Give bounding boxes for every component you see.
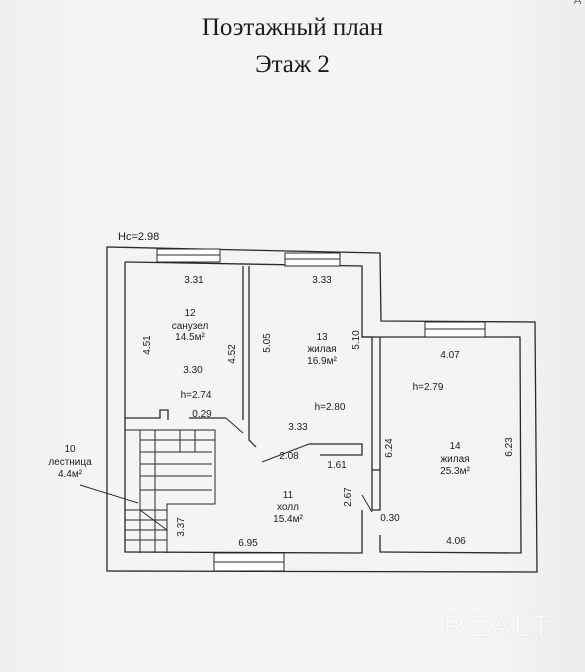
room-10-name: лестница xyxy=(48,457,92,468)
dimensions: 3.31 3.33 4.51 4.52 5.05 5.10 3.30 0.29 … xyxy=(142,275,515,549)
dim-room14-bottom: 4.06 xyxy=(446,536,466,547)
room-11-name: холл xyxy=(277,502,299,513)
room-11-area: 15.4м² xyxy=(273,514,303,525)
stair-arrow xyxy=(139,509,168,531)
room-11: 11 холл 15.4м² xyxy=(273,490,303,525)
corner-mark: Д xyxy=(574,0,581,5)
room-14-ceiling: h=2.79 xyxy=(413,382,444,393)
dim-hall-bottom: 6.95 xyxy=(238,538,258,549)
dim-hall-top: 1.61 xyxy=(327,460,347,471)
room-12-name: санузел xyxy=(172,321,209,332)
dim-room13-top: 3.33 xyxy=(312,275,332,286)
room-12-number: 12 xyxy=(184,308,196,319)
dim-room12-right: 4.52 xyxy=(227,344,238,364)
dim-room12-bottom: 3.30 xyxy=(183,365,203,376)
dim-room12-left: 4.51 xyxy=(142,335,153,355)
room-13-name: жилая xyxy=(307,344,336,355)
stair-leader xyxy=(79,484,139,504)
outer-wall-outline xyxy=(106,246,538,573)
dim-hall-door: 2.08 xyxy=(279,451,299,462)
dim-room13-bottom: 3.33 xyxy=(288,422,308,433)
room-12-area: 14.5м² xyxy=(175,332,205,343)
room-14-number: 14 xyxy=(449,441,461,452)
room-13-number: 13 xyxy=(316,332,328,343)
room-10: 10 лестница 4.4м² xyxy=(48,444,92,480)
door-room14 xyxy=(361,494,373,513)
room-10-number: 10 xyxy=(64,444,76,455)
room-14-area: 25.3м² xyxy=(440,466,470,477)
dim-room12-top: 3.31 xyxy=(184,275,204,286)
dim-wall-thickness: 0.30 xyxy=(380,513,400,524)
doors xyxy=(225,417,373,513)
dim-room14-top: 4.07 xyxy=(440,350,460,361)
inner-wall-right xyxy=(124,261,522,554)
partition-12-hall xyxy=(125,409,169,420)
room-14-name: жилая xyxy=(440,454,469,465)
staircase xyxy=(125,429,216,553)
room-12-ceiling: h=2.74 xyxy=(181,390,212,401)
room-10-area: 4.4м² xyxy=(58,469,83,480)
room14-left-wall xyxy=(362,336,381,471)
plan-title: Поэтажный план xyxy=(201,14,384,41)
partition-12-13 xyxy=(242,266,257,448)
room-13-area: 16.9м² xyxy=(307,356,337,367)
wall-height-label: Нс=2.98 xyxy=(118,231,159,243)
room-13-ceiling: h=2.80 xyxy=(315,402,346,413)
dim-door-offset: 0.29 xyxy=(192,409,212,420)
room-13: 13 жилая 16.9м² h=2.80 xyxy=(307,332,346,413)
dim-room14-left: 6.24 xyxy=(384,438,395,458)
dim-stair-right: 3.37 xyxy=(176,517,187,537)
partition-13-hall xyxy=(309,443,363,456)
room-11-number: 11 xyxy=(283,490,294,501)
dim-hall-right: 2.67 xyxy=(343,487,354,507)
windows xyxy=(156,248,486,572)
door-room12 xyxy=(225,417,244,434)
dim-room13-left: 5.05 xyxy=(262,333,273,353)
floor-subtitle: Этаж 2 xyxy=(255,51,330,78)
room14-hall-wall xyxy=(371,470,381,511)
dim-room13-right: 5.10 xyxy=(351,330,362,350)
dim-room14-right: 6.23 xyxy=(504,437,515,457)
watermark-logo: REALT xyxy=(443,610,553,643)
room-14: 14 жилая 25.3м² h=2.79 xyxy=(413,382,471,477)
door-room13 xyxy=(261,443,310,463)
room-12: 12 санузел 14.5м² h=2.74 xyxy=(172,308,212,401)
